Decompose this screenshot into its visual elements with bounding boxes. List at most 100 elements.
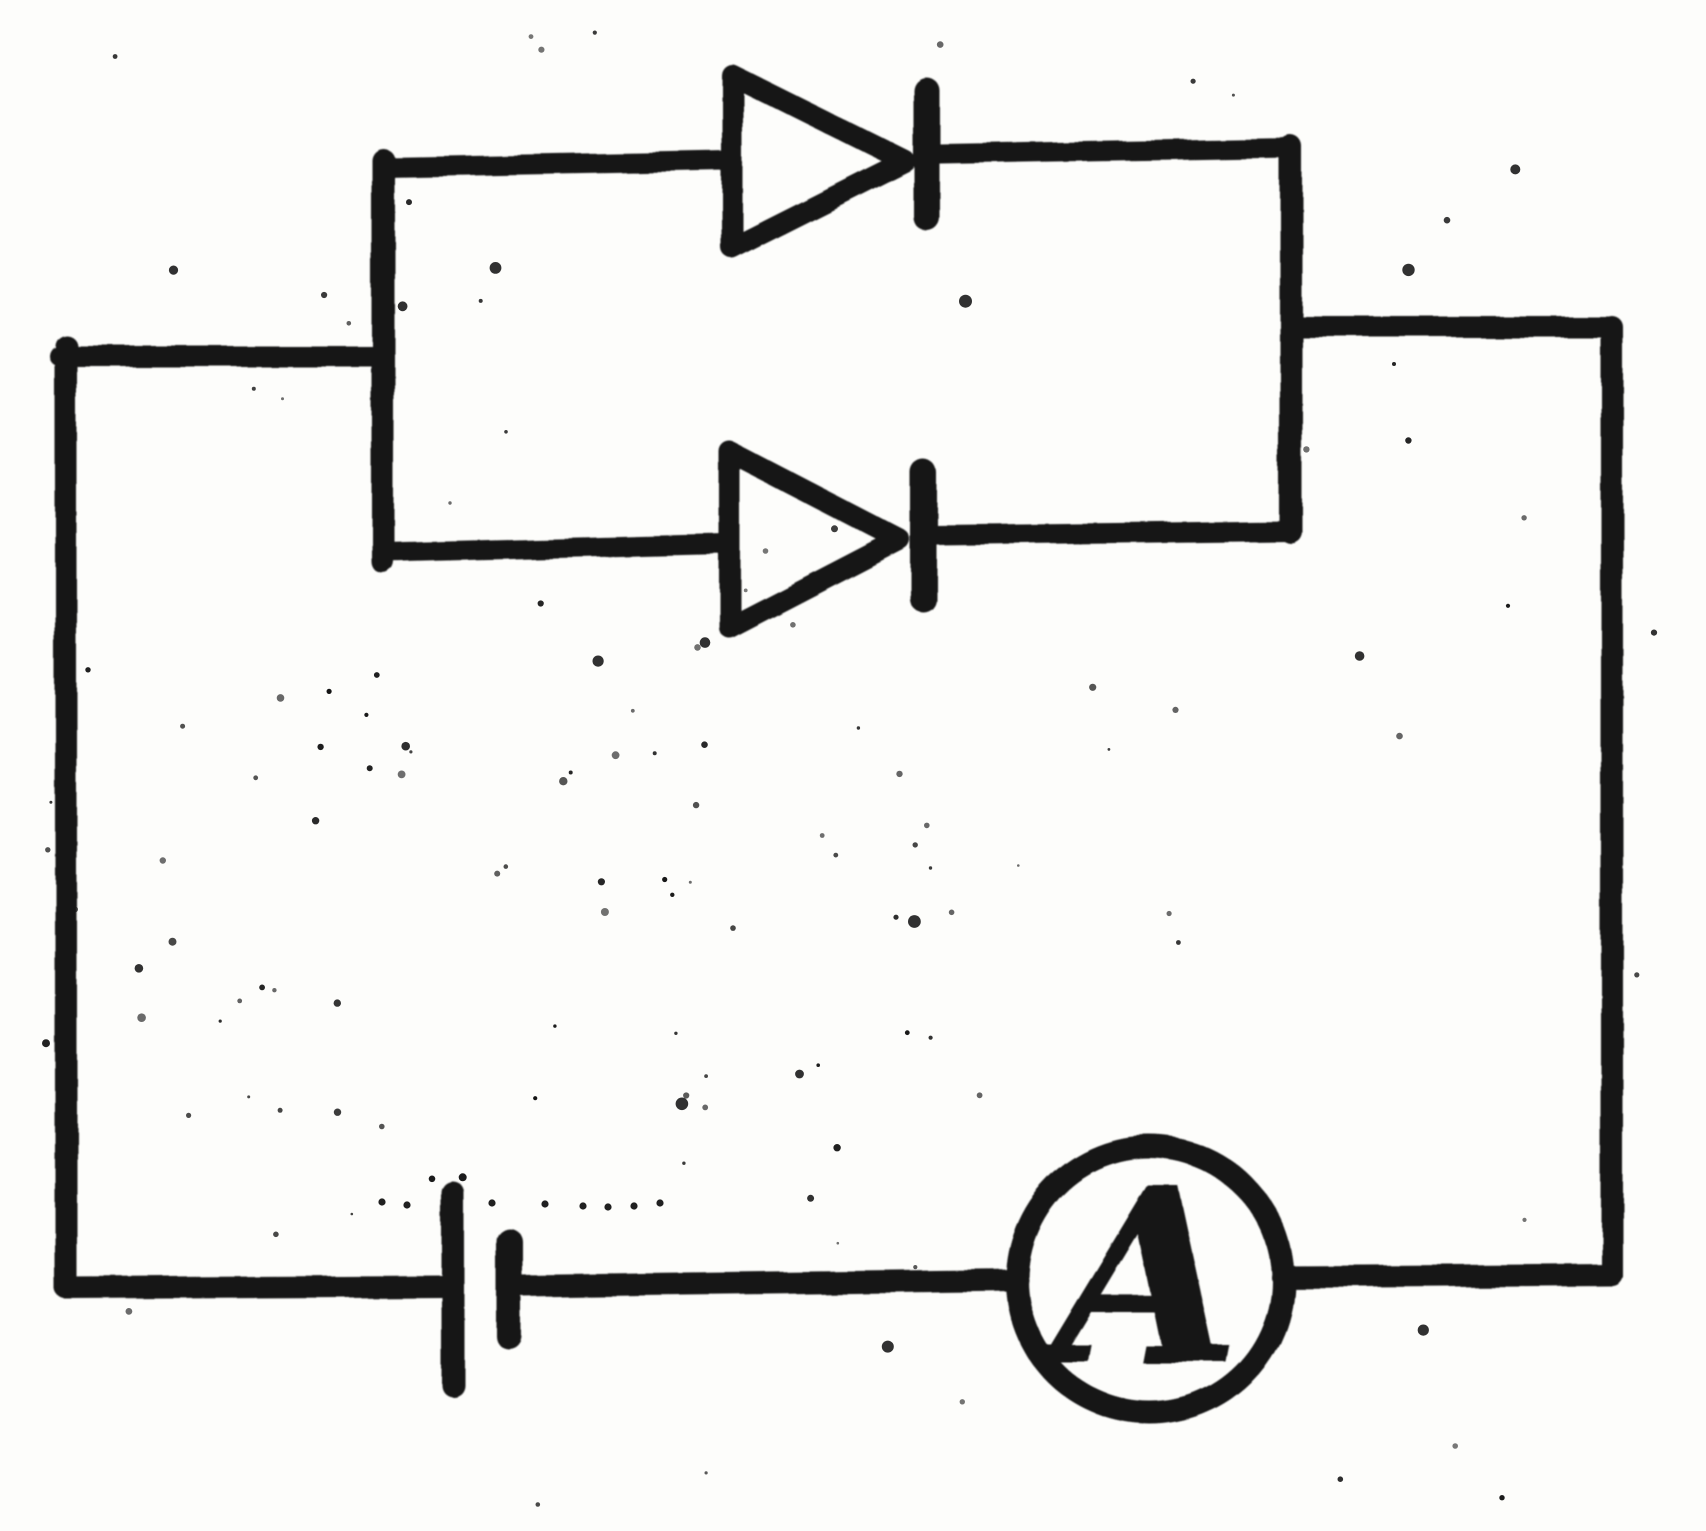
noise-dot (134, 964, 144, 973)
noise-dot (1402, 263, 1415, 277)
wire-bottom-branch-right (927, 521, 1301, 545)
noise-dot (504, 430, 508, 434)
noise-dot (277, 1107, 283, 1113)
noise-dot (948, 909, 955, 916)
noise-dot (397, 770, 406, 779)
wire-bottom-middle (509, 1269, 1029, 1297)
noise-dot (1443, 216, 1451, 224)
noise-dot (683, 1092, 690, 1099)
diode-2-icon (719, 441, 937, 639)
noise-dot (819, 833, 825, 838)
noise-dot (592, 655, 604, 667)
noise-dot (908, 915, 921, 928)
noise-dot (364, 712, 369, 718)
noise-dot (1354, 651, 1365, 661)
noise-dot (1505, 603, 1511, 608)
noise-dot (1392, 362, 1396, 366)
noise-dot (125, 1308, 133, 1315)
noise-dot (568, 770, 573, 775)
noise-dot (42, 1039, 50, 1048)
noise-dot (730, 925, 736, 931)
noise-dot (1405, 437, 1412, 444)
noise-dot (478, 298, 483, 303)
noise-dot (259, 984, 265, 991)
noise-dot (600, 908, 609, 916)
noise-dot (276, 694, 285, 702)
noise-dot (406, 199, 412, 206)
noise-dot (403, 1201, 411, 1209)
noise-dot (1650, 629, 1658, 636)
noise-dot (936, 41, 944, 48)
noise-dot (856, 726, 861, 730)
noise-dot (247, 1095, 251, 1099)
noise-dot (428, 1175, 436, 1183)
noise-dot (409, 750, 413, 754)
noise-dot (494, 870, 501, 877)
noise-dot (833, 852, 839, 858)
diode-1-triangle (721, 64, 916, 259)
noise-dot (321, 291, 328, 299)
noise-dot (281, 397, 284, 401)
wire-bottom-branch-left (373, 534, 736, 562)
noise-dot (743, 588, 748, 593)
noise-dot (541, 1200, 549, 1208)
noise-dot (272, 988, 277, 993)
wire-bottom-right (1271, 1264, 1623, 1288)
noise-dot (253, 775, 259, 781)
noise-dot (503, 864, 509, 869)
ammeter-label: A (1035, 1138, 1239, 1417)
noise-dot (893, 914, 899, 920)
noise-dot (924, 822, 930, 829)
noise-dot (1522, 1217, 1527, 1222)
wire-top-branch-left (373, 151, 738, 177)
noise-dot (346, 321, 352, 326)
noise-dot (692, 801, 700, 809)
noise-dot (350, 1212, 354, 1216)
noise-dot (662, 876, 668, 883)
noise-dot (682, 1161, 686, 1165)
ammeter: A (1005, 1135, 1295, 1425)
noise-dot (1499, 1495, 1505, 1501)
noise-dot (630, 1202, 638, 1210)
noise-dot (1089, 683, 1097, 691)
noise-dot (333, 1108, 342, 1116)
noise-dot (928, 866, 933, 870)
noise-dot (831, 525, 838, 533)
noise-dot (674, 1031, 678, 1036)
noise-dot (592, 30, 597, 35)
noise-dot (1337, 1476, 1344, 1482)
noise-dot (881, 1340, 894, 1353)
noise-dot (1303, 446, 1310, 453)
noise-dot (137, 1013, 146, 1022)
noise-dot (928, 1035, 933, 1040)
noise-dot (1231, 93, 1235, 97)
noise-dot (702, 1104, 709, 1111)
wire-top-branch-right (930, 138, 1301, 164)
noise-dot (237, 998, 243, 1004)
noise-dot (1107, 748, 1111, 751)
noise-dot (1190, 78, 1196, 84)
noise-dot (652, 751, 657, 756)
noise-dot (251, 386, 256, 391)
noise-dot (1176, 940, 1181, 945)
noise-dot (373, 672, 380, 678)
noise-dot (218, 1019, 222, 1023)
noise-dot (488, 1199, 496, 1207)
noise-dot (1017, 864, 1020, 867)
noise-dot (273, 1231, 279, 1238)
noise-dot (670, 892, 675, 897)
noise-dot (317, 743, 324, 751)
noise-dot (675, 1097, 689, 1111)
noise-dot (397, 301, 408, 312)
noise-dot (168, 265, 179, 275)
noise-dot (1417, 1324, 1429, 1336)
noise-dot (701, 741, 708, 748)
noise-dot (533, 1096, 538, 1101)
wire-bottom-left (55, 1275, 454, 1299)
noise-dot (704, 1074, 708, 1078)
noise-dot (311, 817, 320, 825)
noise-dot (537, 600, 544, 607)
noise-dot (896, 770, 903, 778)
noise-dot (458, 1173, 467, 1182)
noise-dot (180, 723, 186, 729)
